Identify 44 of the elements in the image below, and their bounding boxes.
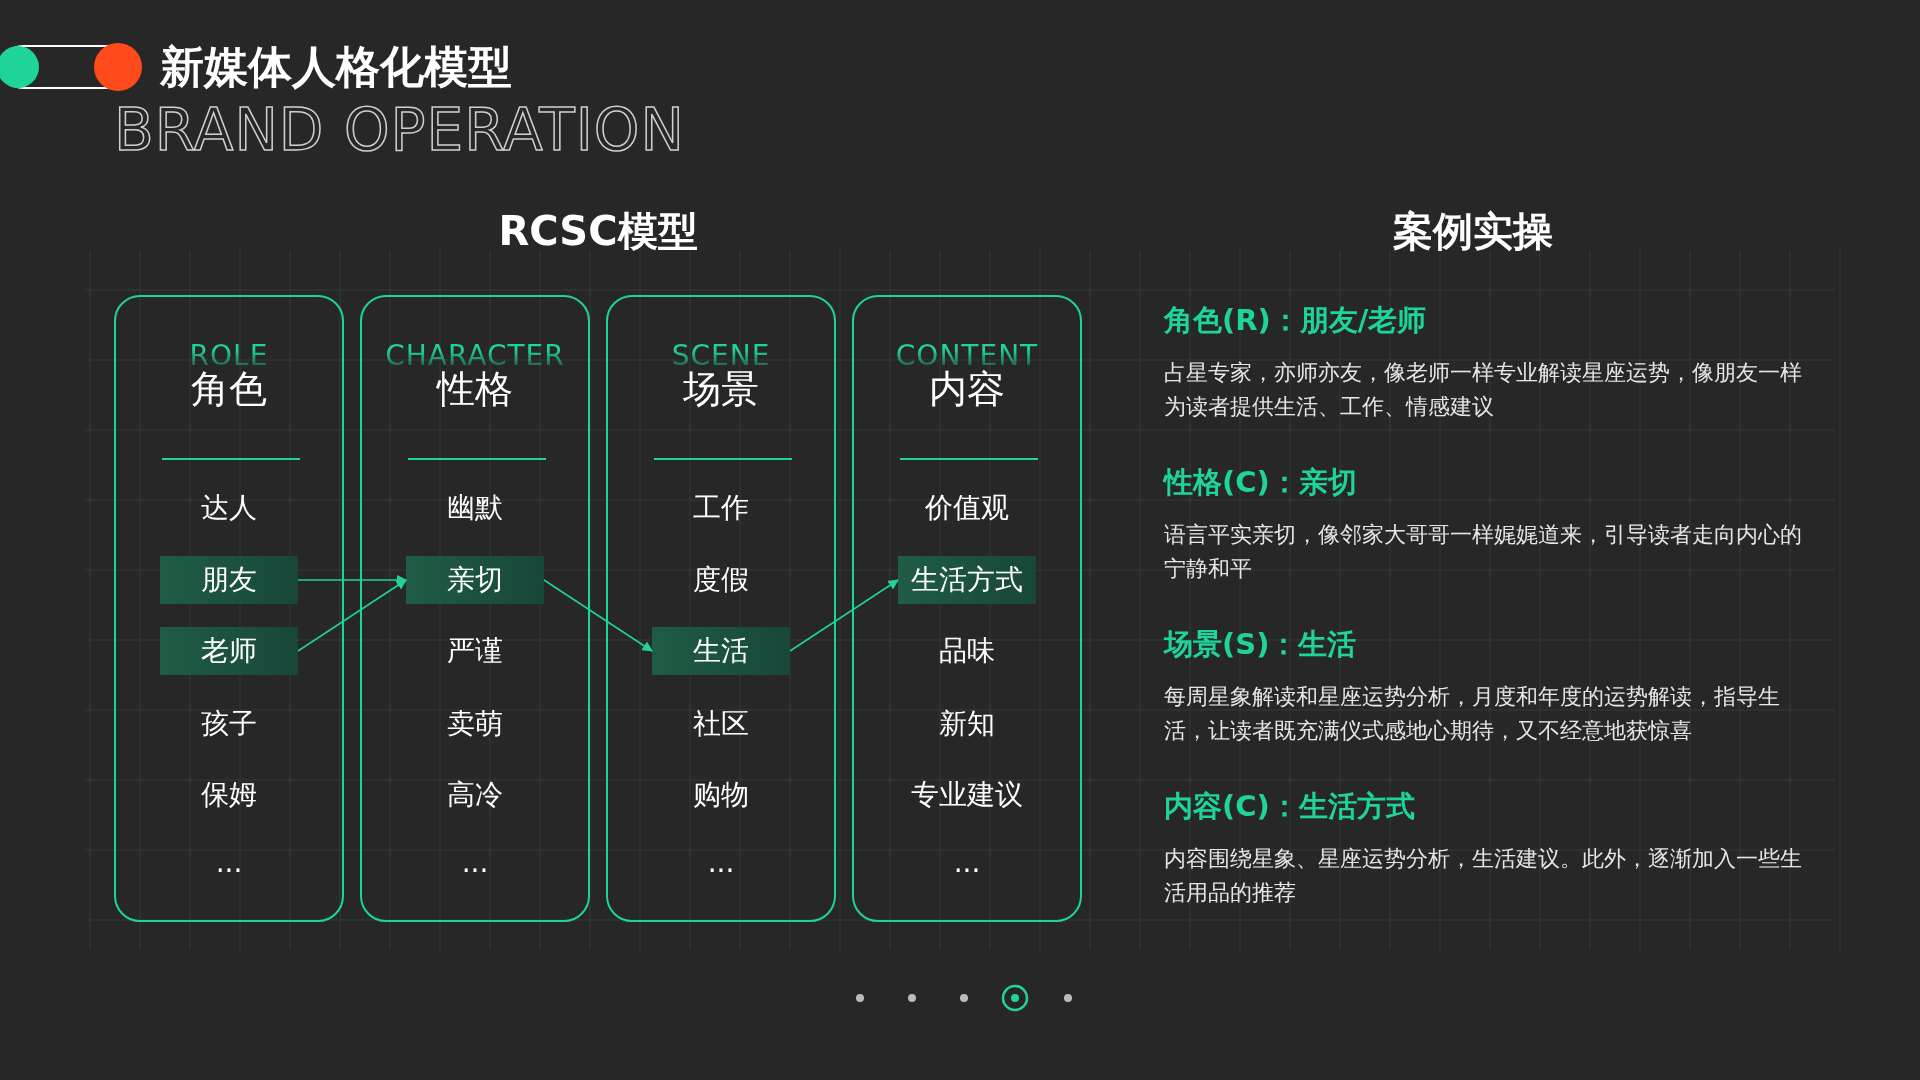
item-text: 孩子 (160, 700, 298, 748)
case-heading: 场景(S)：生活 (1164, 626, 1358, 663)
arrow (297, 579, 407, 652)
case-text: 每周星象解读和星座运势分析，月度和年度的运势解读，指导生活，让读者既充满仪式感地心期待，又不经意地获惊喜 (1164, 683, 1781, 745)
column-box (852, 295, 1082, 922)
item-text: ... (652, 839, 790, 887)
section-heading: 案例实操 (1392, 207, 1554, 256)
item-text: 达人 (160, 484, 298, 532)
highlighted-item: 老师 (160, 627, 298, 675)
subtitle: BRAND OPERATION (114, 96, 686, 164)
case-text: 内容围绕星象、星座运势分析，生活建议。此外，逐渐加入一些生活用品的推荐 (1164, 845, 1803, 907)
item-text: 价值观 (898, 484, 1036, 532)
item-text: ... (160, 839, 298, 887)
item-text: ... (898, 839, 1036, 887)
item-text: 社区 (652, 700, 790, 748)
column-box (606, 295, 836, 922)
item-text: 专业建议 (898, 771, 1036, 819)
item-text: 新知 (898, 700, 1036, 748)
item-text: 品味 (898, 627, 1036, 675)
item-text: 购物 (652, 771, 790, 819)
highlighted-item: 生活 (652, 627, 790, 675)
arrow (297, 574, 408, 586)
item-text: 卖萌 (406, 700, 544, 748)
highlighted-item: 朋友 (160, 556, 298, 604)
arrow (789, 579, 899, 652)
item-text: ... (406, 839, 544, 887)
item-text: 保姆 (160, 771, 298, 819)
highlighted-item: 亲切 (406, 556, 544, 604)
case-heading: 角色(R)：朋友/老师 (1164, 302, 1428, 339)
column-box (114, 295, 344, 922)
title: 新媒体人格化模型 (160, 40, 512, 94)
highlighted-item: 生活方式 (898, 556, 1036, 604)
item-text: 幽默 (406, 484, 544, 532)
case-text: 语言平实亲切，像邻家大哥哥一样娓娓道来，引导读者走向内心的宁静和平 (1164, 521, 1803, 583)
case-heading: 性格(C)：亲切 (1164, 464, 1358, 501)
section-heading: RCSC模型 (497, 207, 699, 256)
arrow (543, 579, 653, 652)
item-text: 严谨 (406, 627, 544, 675)
case-heading: 内容(C)：生活方式 (1164, 788, 1416, 825)
case-text: 占星专家，亦师亦友，像老师一样专业解读星座运势，像朋友一样为读者提供生活、工作、情感建议 (1164, 359, 1803, 421)
item-text: 高冷 (406, 771, 544, 819)
item-text: 工作 (652, 484, 790, 532)
column-box (360, 295, 590, 922)
item-text: 度假 (652, 556, 790, 604)
